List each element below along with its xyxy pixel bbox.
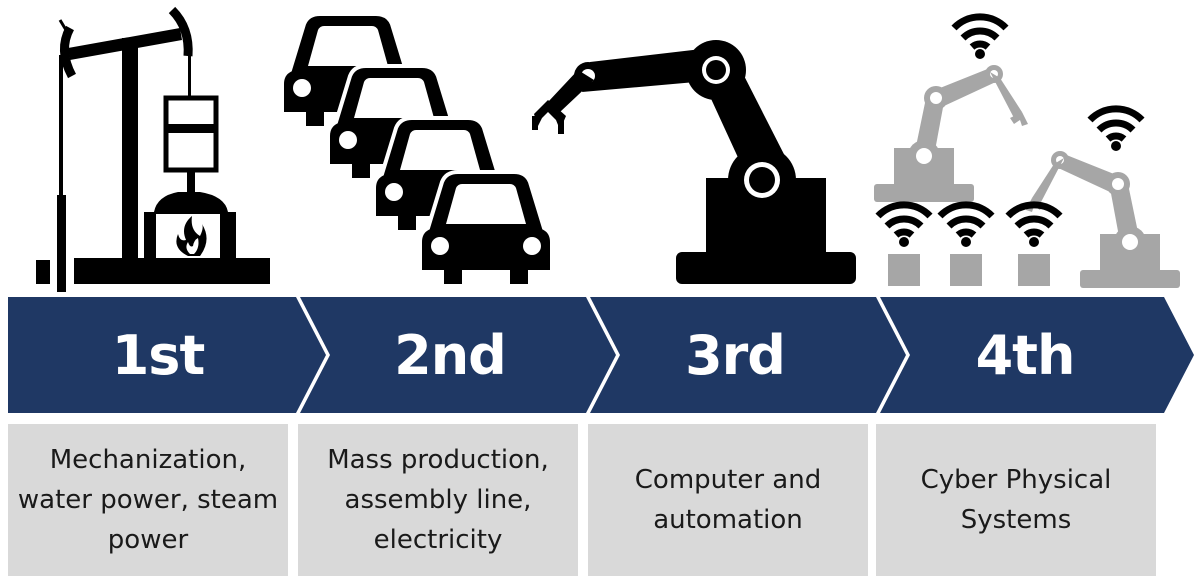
description-line: assembly line, <box>344 485 532 515</box>
stage-description-2: Mass production, assembly line, electric… <box>298 424 578 576</box>
description-line: power <box>107 525 189 555</box>
description-line: Mass production, <box>327 445 549 475</box>
connected-robots-icon <box>862 8 1192 290</box>
stage-description-3: Computer and automation <box>588 424 868 576</box>
description-line: Mechanization, <box>49 445 247 475</box>
stage-label-2: 2nd <box>394 323 507 387</box>
description-line: Computer and <box>634 465 822 495</box>
steam-engine-icon <box>30 0 280 292</box>
chevron-1 <box>8 297 326 413</box>
stage-label-4: 4th <box>975 323 1076 387</box>
description-line: electricity <box>373 525 503 555</box>
assembly-line-cars-icon <box>280 0 560 292</box>
description-line: Systems <box>960 505 1072 535</box>
chevron-band <box>8 297 1194 413</box>
chevron-4 <box>880 297 1194 413</box>
description-line: Cyber Physical <box>920 465 1112 495</box>
stage-description-4: Cyber Physical Systems <box>876 424 1156 576</box>
chevron-2 <box>300 297 616 413</box>
description-line: automation <box>653 505 803 535</box>
stage-label-1: 1st <box>111 323 206 387</box>
stage-description-1: Mechanization, water power, steam power <box>8 424 288 576</box>
description-line: water power, steam <box>17 485 279 515</box>
stage-label-3: 3rd <box>685 323 786 387</box>
chevron-3 <box>590 297 906 413</box>
robot-arm-icon <box>530 20 860 286</box>
